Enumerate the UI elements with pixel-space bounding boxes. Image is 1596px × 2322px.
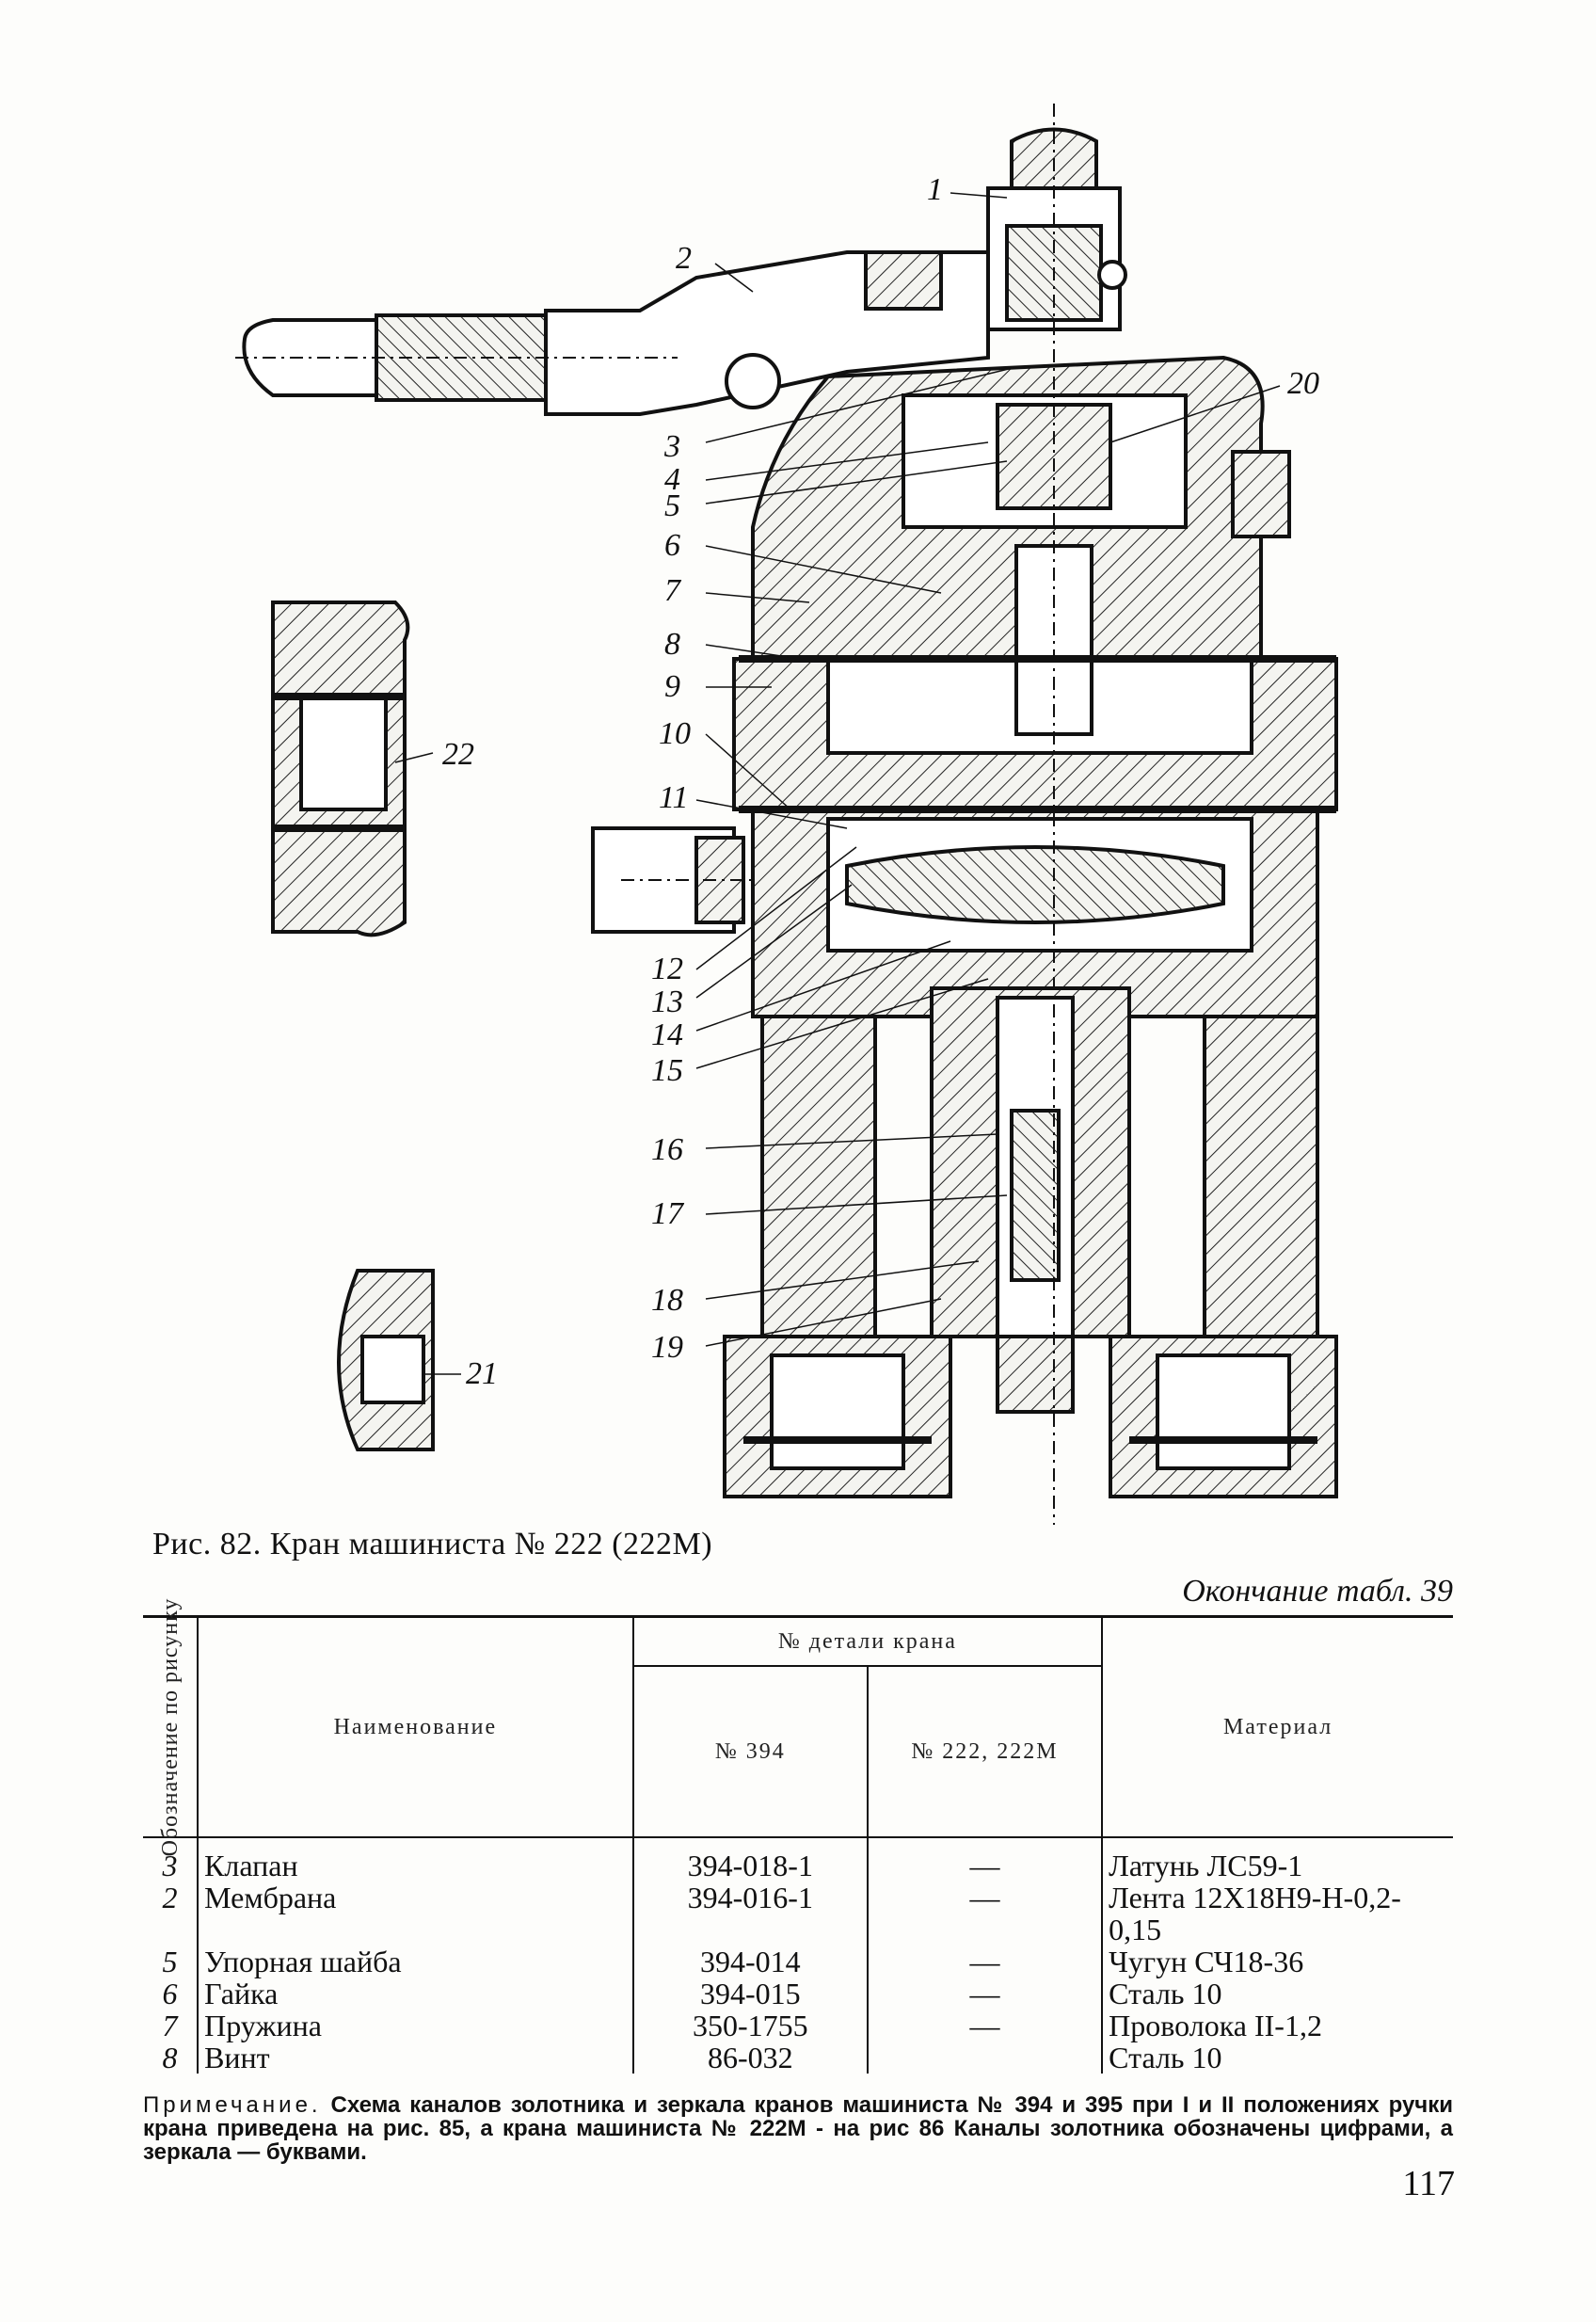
- header-designation: Обозначение по рисунку: [143, 1598, 200, 1856]
- row-no-222: —: [867, 2010, 1104, 2042]
- callout-9: 9: [664, 669, 680, 704]
- callout-5: 5: [664, 488, 680, 523]
- handle-block: [864, 250, 943, 311]
- table-row: 3 Клапан 394-018-1 — Латунь ЛС59-1: [143, 1838, 1453, 1882]
- callout-16: 16: [651, 1132, 683, 1167]
- note-text: Схема каналов золотника и зеркала кранов…: [143, 2092, 1453, 2165]
- row-no-394: 394-018-1: [632, 1838, 869, 1882]
- row-designation: 6: [143, 1978, 200, 2010]
- table-continuation: Окончание табл. 39: [1182, 1574, 1453, 1609]
- callout-17: 17: [651, 1196, 685, 1231]
- left-foot-bore: [770, 1353, 905, 1470]
- callout-12: 12: [651, 952, 683, 986]
- table-row: 2 Мембрана 394-016-1 — Лента 12Х18Н9-Н-0…: [143, 1882, 1453, 1946]
- parts-table: Обозначение по рисунку Наименование № де…: [143, 1598, 1453, 2074]
- row-no-394: 86-032: [632, 2042, 869, 2074]
- right-leg: [1203, 1015, 1319, 1338]
- header-part-no: № детали крана: [632, 1616, 1104, 1667]
- right-foot-bore: [1156, 1353, 1291, 1470]
- row-designation: 8: [143, 2042, 200, 2074]
- callout-13: 13: [651, 985, 683, 1019]
- callout-20: 20: [1287, 366, 1319, 401]
- row-material: Латунь ЛС59-1: [1109, 1849, 1303, 1882]
- row-material: Лента 12Х18Н9-Н-0,2-0,15: [1109, 1881, 1401, 1946]
- header-material: Материал: [1222, 1714, 1333, 1739]
- callout-10: 10: [659, 716, 691, 751]
- header-no-222: № 222, 222М: [867, 1666, 1104, 1837]
- row-no-394: 394-014: [632, 1946, 869, 1978]
- table-row: 5 Упорная шайба 394-014 — Чугун СЧ18-36: [143, 1946, 1453, 1978]
- callout-19: 19: [651, 1330, 683, 1365]
- callout-11: 11: [659, 780, 688, 815]
- row-designation: 5: [143, 1946, 200, 1978]
- table-row: 8 Винт 86-032 Сталь 10: [143, 2042, 1453, 2074]
- table-subheader-row: № 394 № 222, 222М: [143, 1666, 1453, 1837]
- callout-1: 1: [927, 172, 943, 207]
- detail-22-insert: [299, 695, 388, 811]
- crane-drawing-figure: 1 2 3 4 5 6 7 8 9 10 11 12 13 14 15 16 1…: [235, 104, 1338, 1525]
- row-no-222: —: [867, 1946, 1104, 1978]
- pin: [1097, 260, 1127, 290]
- table-header-row: Обозначение по рисунку Наименование № де…: [143, 1598, 1453, 1856]
- callout-3: 3: [663, 429, 680, 464]
- header-name: Наименование: [198, 1616, 634, 1837]
- row-no-222: [867, 2042, 1104, 2074]
- callout-7: 7: [664, 573, 682, 608]
- callout-21: 21: [466, 1356, 498, 1391]
- inner-spring: [1010, 1109, 1061, 1282]
- table-note: Примечание. Схема каналов золотника и зе…: [143, 2093, 1453, 2164]
- row-no-222: —: [867, 1978, 1104, 2010]
- row-no-394: 350-1755: [632, 2010, 869, 2042]
- note-lead: Примечание.: [143, 2092, 322, 2118]
- row-name: Мембрана: [198, 1882, 634, 1946]
- row-no-222: —: [867, 1838, 1104, 1882]
- row-no-394: 394-016-1: [632, 1882, 869, 1946]
- page-number: 117: [1402, 2164, 1455, 2203]
- table-row: 6 Гайка 394-015 — Сталь 10: [143, 1978, 1453, 2010]
- callout-15: 15: [651, 1053, 683, 1088]
- nipple: [1231, 450, 1291, 538]
- row-material: Сталь 10: [1109, 1977, 1222, 2010]
- detail-21-insert: [360, 1335, 425, 1404]
- row-designation: 7: [143, 2010, 200, 2042]
- row-material: Сталь 10: [1109, 2041, 1222, 2074]
- row-material: Чугун СЧ18-36: [1109, 1945, 1304, 1978]
- row-name: Пружина: [198, 2010, 634, 2042]
- callout-4: 4: [664, 462, 680, 497]
- screw: [725, 353, 781, 409]
- callout-14: 14: [651, 1017, 683, 1052]
- table-row: 7 Пружина 350-1755 — Проволока II-1,2: [143, 2010, 1453, 2042]
- row-name: Клапан: [198, 1838, 634, 1882]
- header-no-394: № 394: [632, 1666, 869, 1837]
- row-designation: 3: [143, 1838, 200, 1882]
- callout-18: 18: [651, 1283, 683, 1318]
- row-no-222: —: [867, 1882, 1104, 1946]
- row-designation: 2: [143, 1882, 200, 1946]
- plug: [996, 1335, 1075, 1414]
- diaphragm: [845, 845, 1225, 924]
- callout-2: 2: [676, 241, 692, 276]
- row-name: Упорная шайба: [198, 1946, 634, 1978]
- callout-6: 6: [664, 528, 680, 563]
- row-no-394: 394-015: [632, 1978, 869, 2010]
- callout-8: 8: [664, 627, 680, 662]
- row-name: Винт: [198, 2042, 634, 2074]
- figure-caption: Рис. 82. Кран машиниста № 222 (222М): [152, 1527, 713, 1561]
- row-material: Проволока II-1,2: [1109, 2009, 1322, 2042]
- row-name: Гайка: [198, 1978, 634, 2010]
- callout-22: 22: [442, 737, 474, 772]
